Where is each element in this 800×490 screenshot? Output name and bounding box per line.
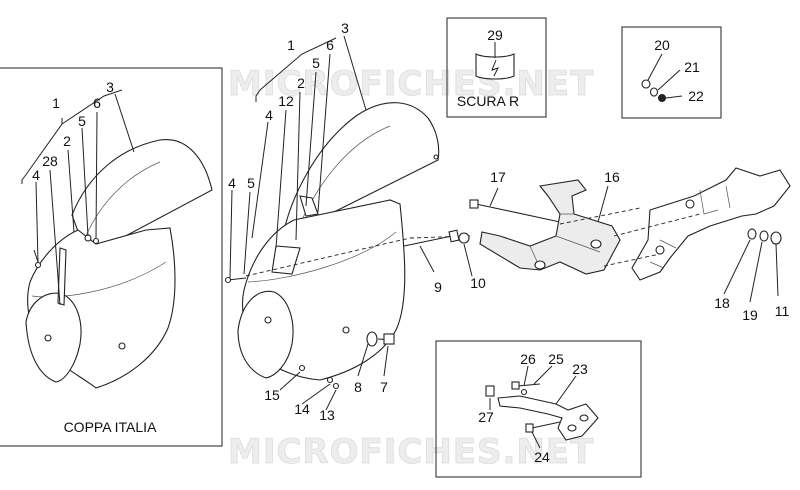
coppa-italia-label: COPPA ITALIA <box>64 419 158 435</box>
callout-14: 14 <box>294 401 310 417</box>
callout-3-main: 3 <box>341 20 349 36</box>
callout-21: 21 <box>684 59 700 75</box>
callout-27: 27 <box>478 409 494 425</box>
callout-20: 20 <box>654 37 670 53</box>
callout-9: 9 <box>434 279 442 295</box>
callout-5-main: 5 <box>312 55 320 71</box>
callout-1-main: 1 <box>287 37 295 53</box>
callout-11: 11 <box>775 303 790 319</box>
callout-6: 6 <box>93 95 101 111</box>
main-headlight-opening <box>237 290 294 379</box>
callout-12: 12 <box>278 93 294 109</box>
frame-section <box>631 167 791 281</box>
hardware-box <box>621 26 722 119</box>
watermark-top: MICROFICHES.NET <box>228 64 594 104</box>
callout-10: 10 <box>470 275 486 291</box>
coppa-windscreen <box>71 139 213 249</box>
callout-29: 29 <box>487 27 503 43</box>
callout-4-left: 4 <box>228 175 236 191</box>
callout-17: 17 <box>490 169 506 185</box>
callout-6-main: 6 <box>326 37 334 53</box>
callout-23: 23 <box>572 361 588 377</box>
coppa-italia-frame <box>0 67 223 447</box>
callout-13: 13 <box>319 407 335 423</box>
callout-18: 18 <box>714 295 730 311</box>
callout-16: 16 <box>604 169 620 185</box>
callout-2-main: 2 <box>297 75 305 91</box>
callout-28: 28 <box>42 153 58 169</box>
callout-3: 3 <box>106 79 114 95</box>
callout-7: 7 <box>380 379 388 395</box>
watermark-bottom: MICROFICHES.NET <box>228 432 594 472</box>
callout-25: 25 <box>548 351 564 367</box>
callout-4-upper: 4 <box>265 107 273 123</box>
coppa-headlight-opening <box>25 292 82 383</box>
callout-1: 1 <box>52 95 60 111</box>
callout-2: 2 <box>63 133 71 149</box>
scura-r-label: SCURA R <box>457 93 519 109</box>
callout-24: 24 <box>534 449 550 465</box>
callout-5-left: 5 <box>247 175 255 191</box>
callout-15: 15 <box>264 387 280 403</box>
main-windscreen <box>281 102 440 242</box>
callout-26: 26 <box>520 351 536 367</box>
callout-19: 19 <box>742 307 758 323</box>
callout-8: 8 <box>354 379 362 395</box>
callout-5: 5 <box>78 113 86 129</box>
callout-4: 4 <box>32 167 40 183</box>
callout-22: 22 <box>688 88 704 104</box>
mount-kit-box <box>435 340 642 478</box>
decal-29 <box>475 53 515 80</box>
scura-r-box <box>446 17 547 118</box>
support-bracket <box>479 179 621 275</box>
